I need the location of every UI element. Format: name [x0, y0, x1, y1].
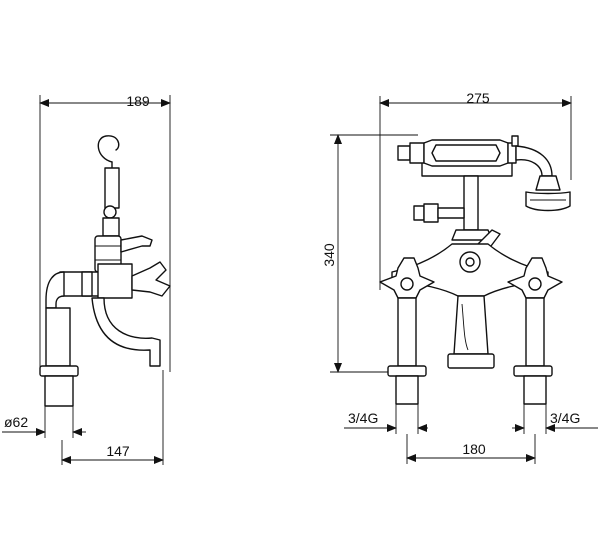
shower-head [525, 191, 571, 212]
shower-hook [97, 135, 120, 163]
side-arm [59, 271, 101, 297]
leg-flange [39, 365, 79, 377]
dim-height: 340 [321, 243, 337, 267]
central-riser [463, 175, 479, 231]
cross-handle-side [131, 261, 171, 297]
leg-right-front [525, 297, 545, 367]
leg-tail [44, 375, 74, 407]
handset-end-left [397, 145, 411, 161]
side-view: 189 ø62 1 [2, 93, 171, 465]
dim-spout-projection: 147 [106, 443, 130, 459]
leg-left-front [397, 297, 417, 367]
shower-neck [515, 145, 553, 177]
dim-front-width: 275 [466, 90, 490, 106]
leg-elbow [45, 271, 65, 309]
dim-thread-right: 3/4G [550, 410, 580, 426]
dim-thread-left: 3/4G [348, 410, 378, 426]
riser-pipe [104, 167, 120, 209]
dim-leg-diameter: ø62 [4, 414, 28, 430]
diverter-lever [120, 235, 153, 253]
spout-front [453, 295, 489, 355]
spout-side [91, 297, 161, 367]
hose-connector [437, 207, 465, 219]
leg-upright [45, 307, 71, 367]
riser-joint [103, 205, 117, 219]
dim-centres: 180 [462, 441, 486, 457]
front-view: 275 340 [321, 90, 598, 464]
main-body-side [97, 263, 133, 299]
dim-side-width: 189 [126, 93, 150, 109]
